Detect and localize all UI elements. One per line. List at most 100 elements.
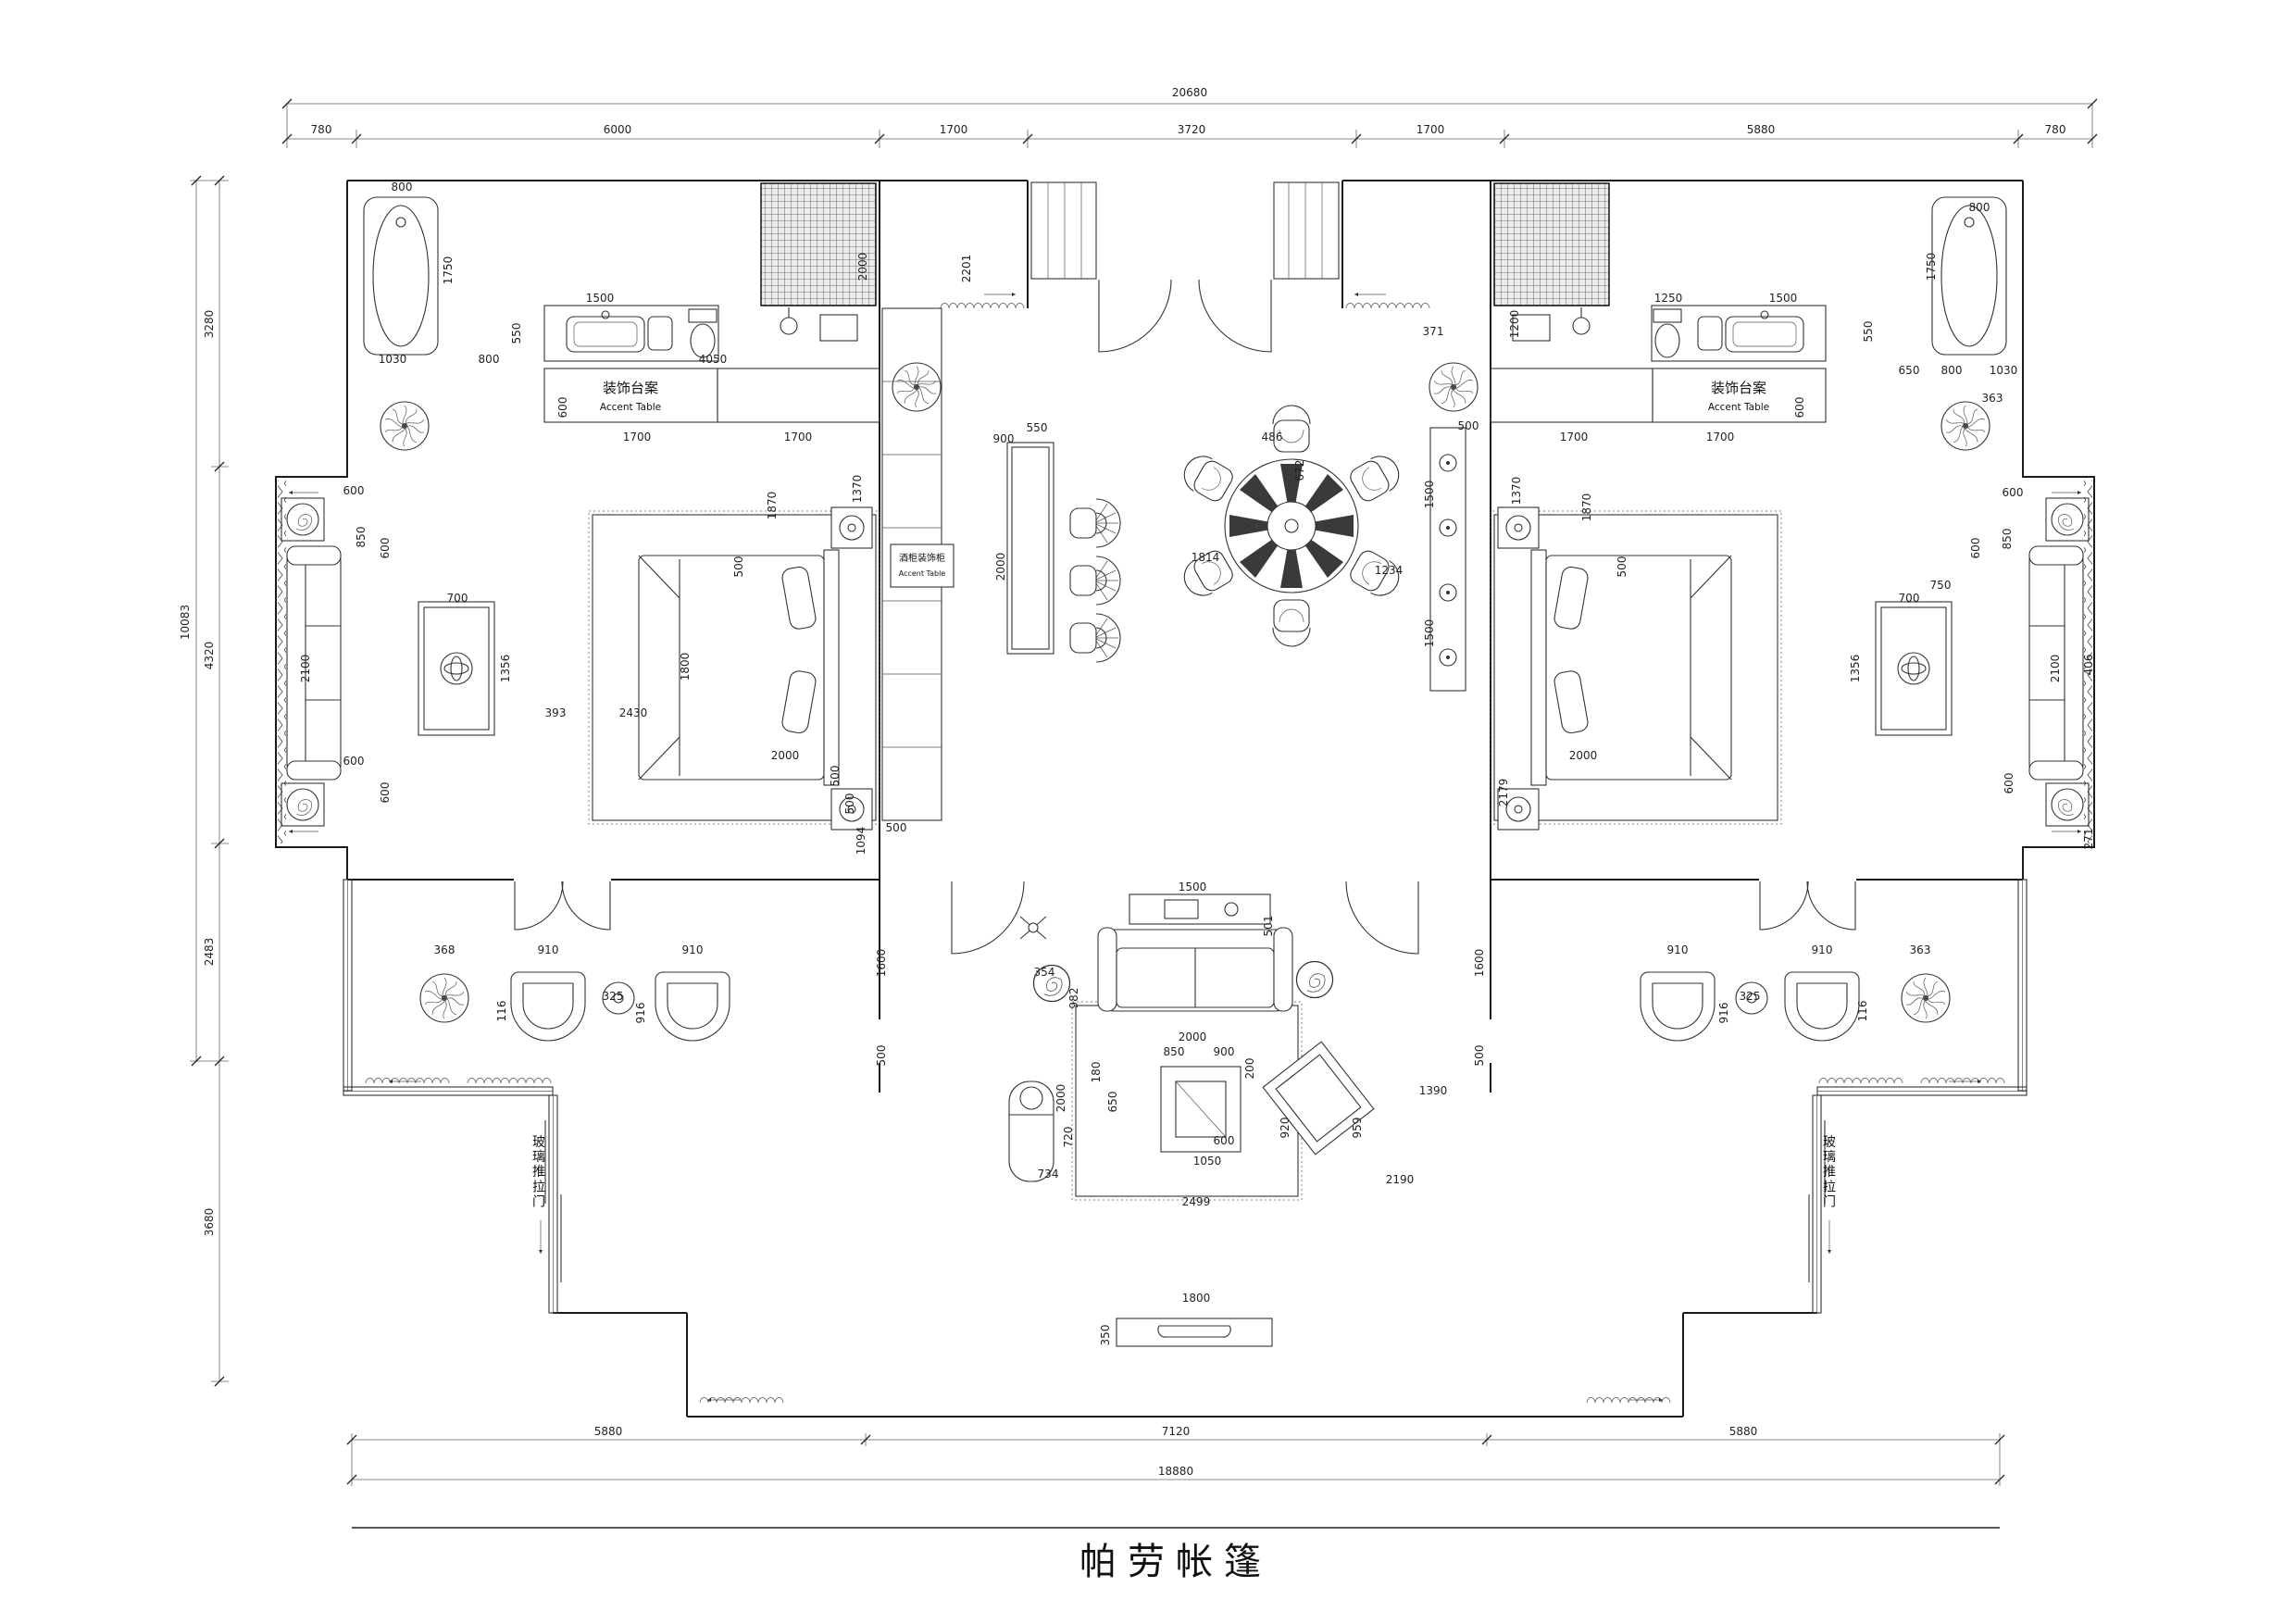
dimension-text: 1700 <box>623 431 652 443</box>
dimension-text: 5880 <box>594 1425 623 1438</box>
dimension-text: 850 <box>1164 1045 1185 1058</box>
wine-cabinet-label-en: Accent Table <box>899 569 946 578</box>
dimension-text: 720 <box>1062 1127 1075 1148</box>
dimension-text: 1800 <box>679 653 692 681</box>
floor-lamp-icon <box>1019 916 1047 940</box>
dimension-text: 393 <box>545 706 567 719</box>
dimension-text: 959 <box>1351 1118 1364 1139</box>
dimension-text: 20680 <box>1172 86 1207 99</box>
dimension-text: 1500 <box>1423 619 1436 648</box>
dimension-text: 800 <box>479 353 500 366</box>
dimension-text: 1600 <box>875 949 888 978</box>
dimension-text: 500 <box>843 793 856 815</box>
dimension-text: 600 <box>343 755 365 768</box>
dimension-text: 1250 <box>1654 292 1683 305</box>
dimension-text: 850 <box>2001 529 2014 550</box>
dimension-text: 1356 <box>1849 655 1862 683</box>
dimension-text: 780 <box>2045 123 2066 136</box>
dimension-text: 18880 <box>1158 1465 1193 1478</box>
dimension-text: 2000 <box>1569 749 1598 762</box>
dimension-chain-bottom <box>346 1433 2005 1486</box>
dimension-text: 500 <box>1458 419 1479 432</box>
dimension-text: 1500 <box>1423 481 1436 509</box>
dimension-text: 2100 <box>299 655 312 683</box>
dimension-text: 916 <box>634 1003 647 1024</box>
dimension-text: 900 <box>993 432 1015 445</box>
dimension-text: 700 <box>1899 592 1920 605</box>
dimension-text: 500 <box>829 766 842 787</box>
living-area <box>1008 893 1375 1347</box>
dimension-text: 650 <box>1899 364 1920 377</box>
dimension-text: 4320 <box>203 642 216 670</box>
dimension-text: 920 <box>1279 1118 1292 1139</box>
dimension-text: 3720 <box>1178 123 1206 136</box>
dimension-text: 600 <box>2003 486 2024 499</box>
glass-door-label-left: 玻璃推拉门 <box>532 1135 545 1209</box>
dimension-text: 486 <box>1262 431 1283 443</box>
dimension-text: 700 <box>447 592 468 605</box>
dimension-text: 550 <box>510 323 523 344</box>
hall-console-right <box>1429 427 1466 692</box>
dimension-text: 363 <box>1910 943 1931 956</box>
dimension-text: 325 <box>603 990 624 1003</box>
dimension-text: 850 <box>355 527 368 548</box>
dimension-text: 910 <box>1667 943 1689 956</box>
dimension-text: 2000 <box>1054 1084 1067 1113</box>
dimension-text: 672 <box>1293 460 1306 481</box>
accent-table-label-left-en: Accent Table <box>600 402 661 413</box>
accent-table-label-right-cn: 装饰台案 <box>1711 380 1766 396</box>
dimension-text: 3280 <box>203 310 216 339</box>
dimension-text: 1700 <box>784 431 813 443</box>
dimension-text: 2000 <box>771 749 800 762</box>
dimension-text: 600 <box>1214 1134 1235 1147</box>
chaise-lounge <box>1008 1081 1054 1182</box>
dimension-text: 371 <box>1423 325 1444 338</box>
accent-table-label-right-en: Accent Table <box>1708 402 1769 413</box>
dimension-text: 2000 <box>1179 1031 1207 1043</box>
dimension-text: 1030 <box>379 353 407 366</box>
dimension-text: 916 <box>1717 1003 1730 1024</box>
dimension-text: 2000 <box>856 253 869 281</box>
dimension-text: 354 <box>1034 966 1055 979</box>
dimension-text: 271 <box>2082 829 2095 850</box>
dimension-text: 600 <box>379 782 392 804</box>
dimension-text: 1870 <box>766 492 779 520</box>
wine-cabinet-label: 酒柜装饰柜 Accent Table <box>890 543 955 588</box>
dimension-text: 910 <box>682 943 704 956</box>
dimension-text: 1356 <box>499 655 512 683</box>
dimension-text: 1234 <box>1375 564 1404 577</box>
dimension-text: 200 <box>1243 1058 1256 1080</box>
dimension-text: 5880 <box>1747 123 1776 136</box>
dimension-text: 363 <box>1982 392 2003 405</box>
fireplace <box>1262 1041 1375 1156</box>
dimension-text: 406 <box>2082 655 2095 676</box>
dimension-text: 800 <box>1941 364 1963 377</box>
dimension-text: 368 <box>434 943 455 956</box>
dimension-text: 2179 <box>1497 779 1510 807</box>
dimension-text: 4050 <box>699 353 728 366</box>
dimension-text: 1700 <box>940 123 968 136</box>
dimension-text: 2000 <box>994 553 1007 581</box>
dimension-text: 6000 <box>604 123 632 136</box>
dimension-text: 1094 <box>855 827 867 856</box>
dimension-text: 734 <box>1038 1168 1059 1181</box>
dimension-text: 2430 <box>619 706 648 719</box>
dimension-text: 650 <box>1106 1092 1119 1113</box>
dimension-text: 116 <box>1856 1001 1869 1022</box>
dimension-text: 1600 <box>1473 949 1486 978</box>
dimension-text: 1030 <box>1990 364 2018 377</box>
dimension-text: 600 <box>556 397 569 418</box>
dimension-text: 600 <box>1969 538 1982 559</box>
left-suite <box>276 181 1185 1417</box>
dining-set <box>1177 405 1406 647</box>
sofa <box>1097 927 1293 1012</box>
dimension-text: 1050 <box>1193 1155 1222 1168</box>
dimension-text: 10083 <box>179 605 192 640</box>
dimension-text: 3680 <box>203 1208 216 1237</box>
wine-cabinet-label-cn: 酒柜装饰柜 <box>899 552 945 564</box>
dimension-text: 500 <box>1473 1045 1486 1067</box>
dimension-text: 501 <box>1262 916 1275 937</box>
dimension-text: 750 <box>1930 579 1952 592</box>
dimension-text: 1200 <box>1508 310 1521 339</box>
